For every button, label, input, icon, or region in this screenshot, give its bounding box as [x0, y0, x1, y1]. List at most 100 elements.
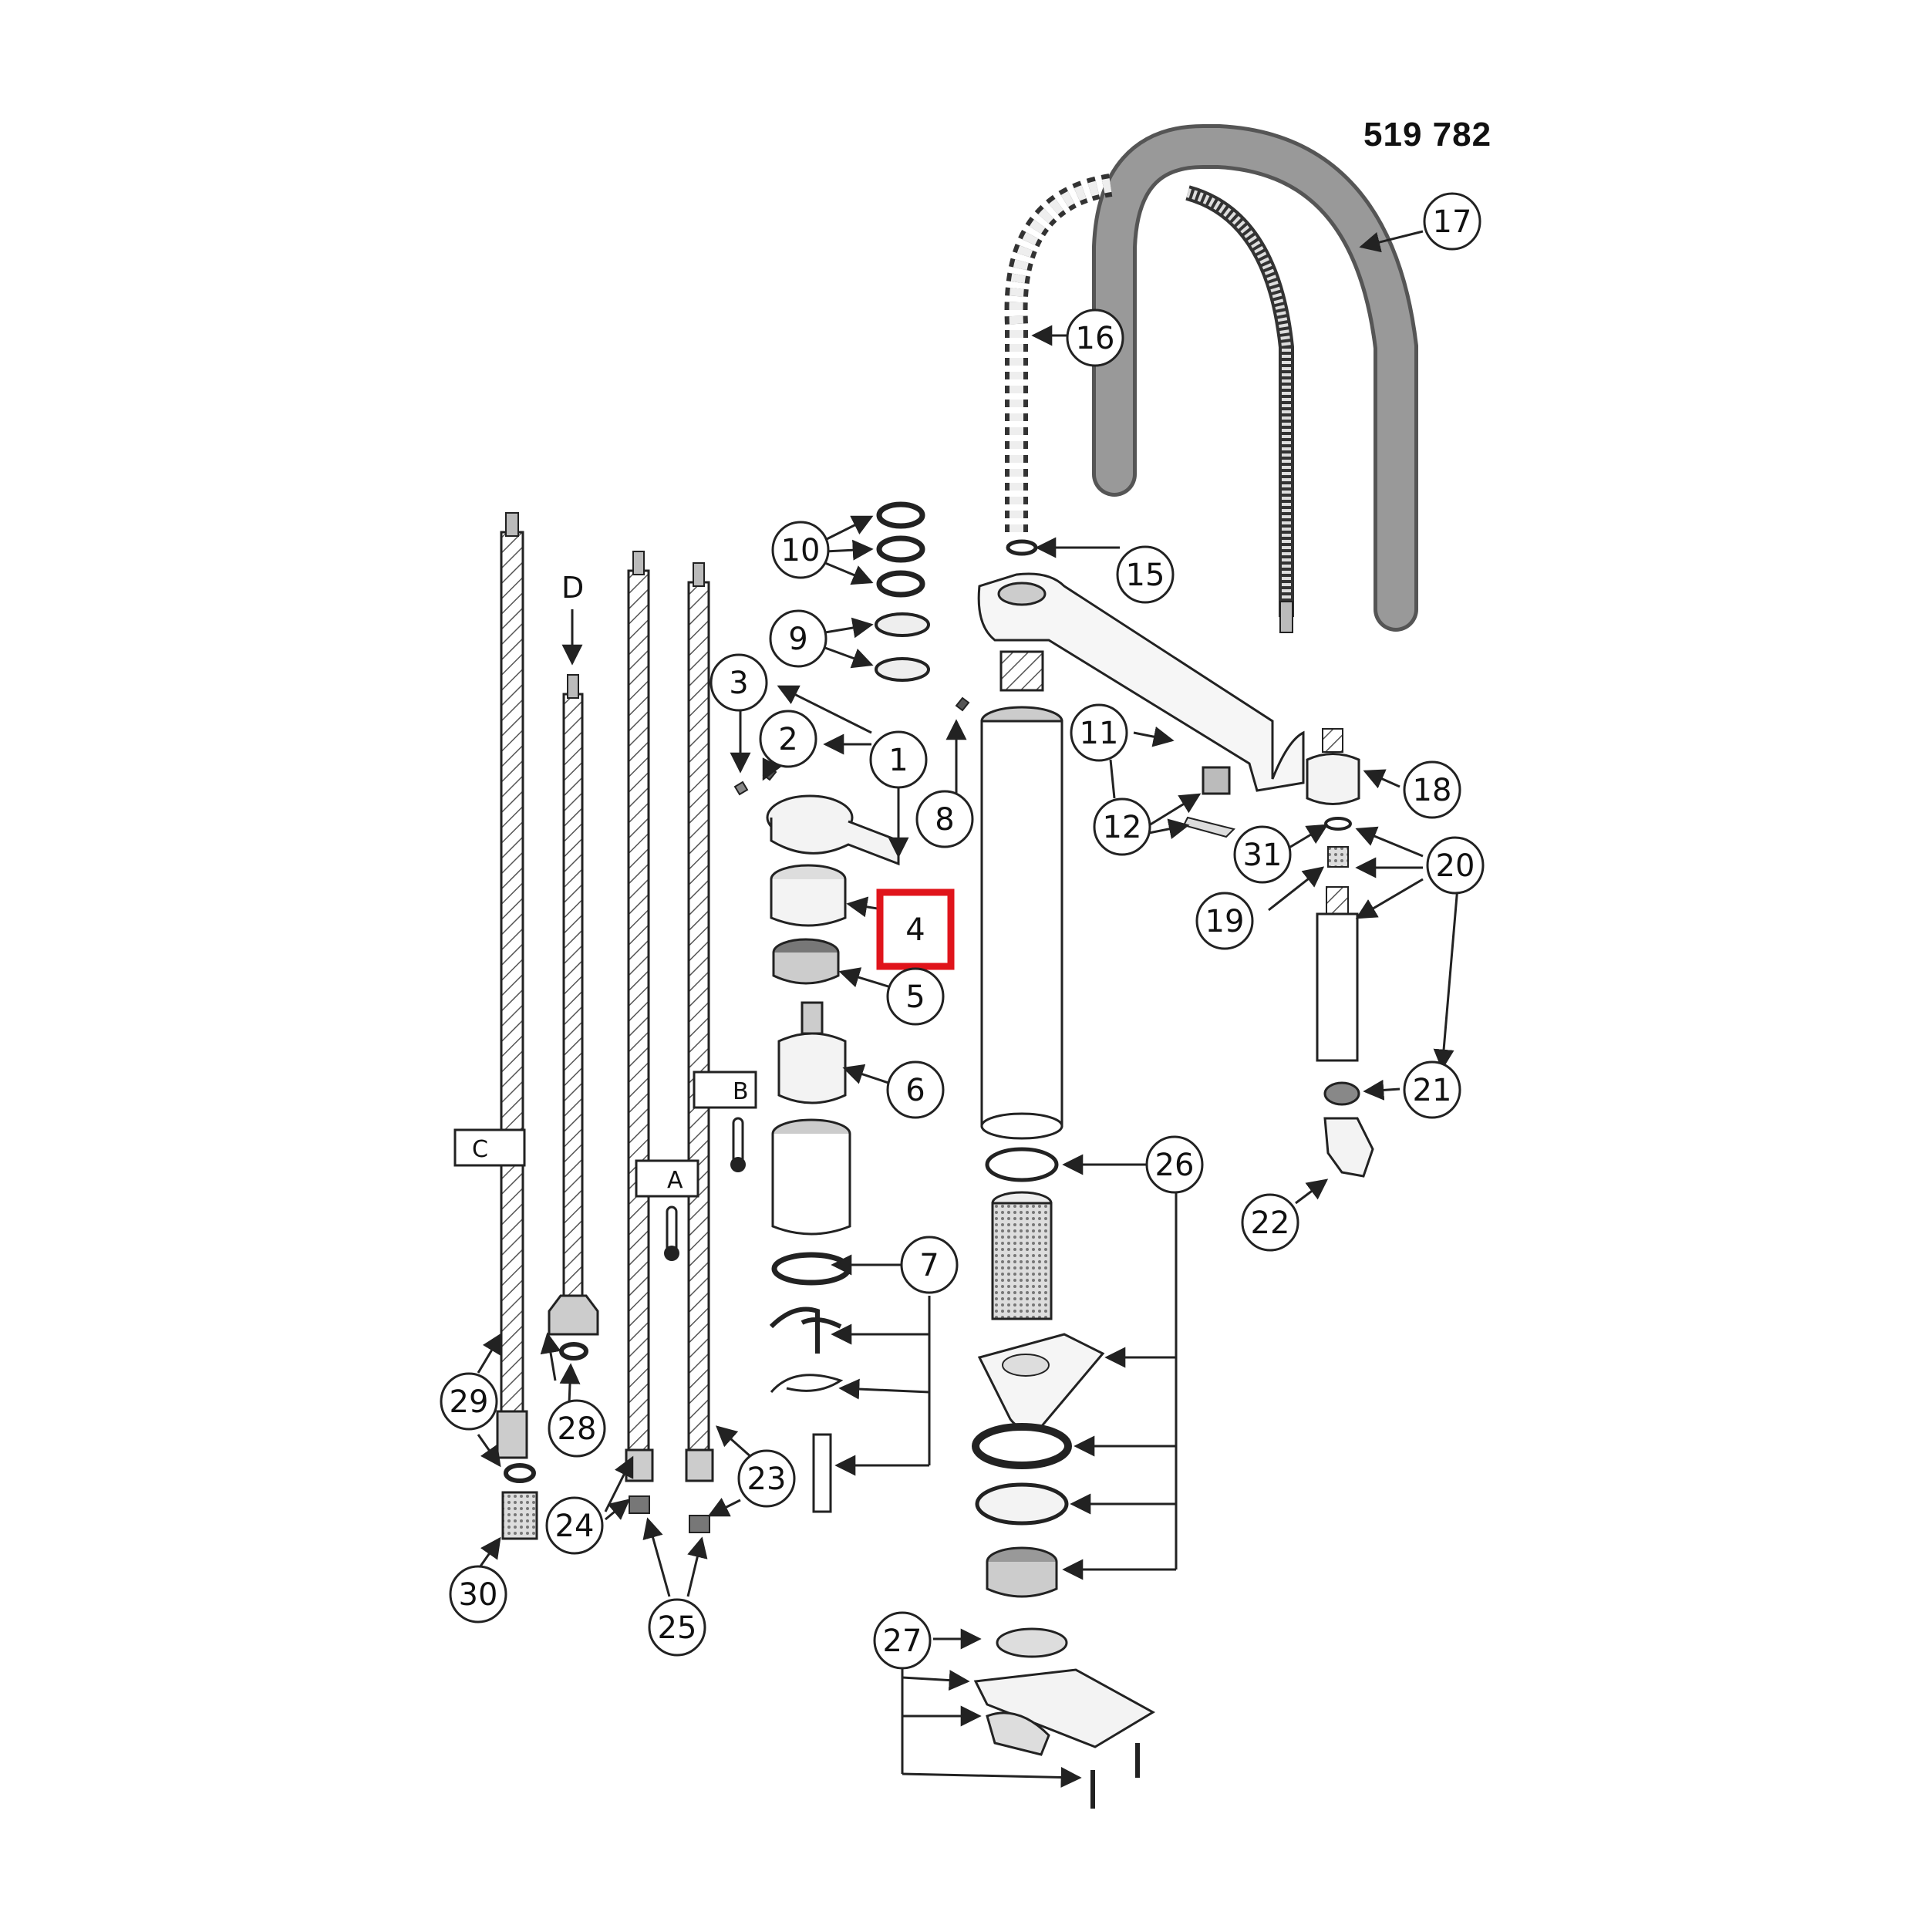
hex-nut-26: [986, 1546, 1058, 1598]
callout-circle: [1233, 825, 1292, 884]
callout-group: 1234567891011121516171819202122232425262…: [440, 192, 1485, 1670]
callout-2: 2: [759, 710, 817, 768]
diverter-18: [1306, 728, 1360, 805]
ring-26: [975, 1482, 1069, 1526]
tag-c: C: [453, 1128, 526, 1167]
screw-3: [733, 781, 749, 796]
callout-circle: [1403, 1060, 1461, 1119]
callout-circle: [648, 1598, 706, 1657]
callout-27: 27: [873, 1611, 932, 1670]
callout-circle: [1426, 836, 1485, 895]
callout-22: 22: [1241, 1193, 1299, 1252]
callout-circle: [869, 730, 928, 789]
spout-arm: [977, 572, 1305, 792]
callout-label: 16: [1076, 321, 1115, 356]
leader-lines: [477, 230, 1459, 1788]
callout-circle: [915, 790, 974, 848]
bushings-9: [875, 612, 930, 682]
insert-19: [1327, 846, 1349, 868]
callout-circle: [1070, 703, 1128, 762]
strainer-26: [991, 1191, 1053, 1320]
callout-label: 29: [450, 1384, 489, 1420]
adapter-30: [501, 1491, 538, 1540]
tag-b: B: [693, 1071, 757, 1109]
washer-29: [504, 1463, 536, 1483]
callout-label: 25: [658, 1610, 697, 1646]
cartridge-6: [777, 1001, 847, 1104]
callout-18: 18: [1403, 760, 1461, 819]
callout-11: 11: [1070, 703, 1128, 762]
callout-circle: [886, 967, 945, 1026]
callout-circle: [1195, 892, 1254, 950]
callout-label: 1: [888, 743, 908, 778]
callout-9: 9: [769, 609, 827, 668]
callout-5: 5: [886, 967, 945, 1026]
washer-28: [559, 1342, 588, 1360]
callout-25: 25: [648, 1598, 706, 1657]
cap-sleeve-4: [770, 864, 847, 927]
callout-label: 3: [729, 666, 748, 701]
callout-circle: [548, 1399, 606, 1458]
callout-label: 11: [1080, 716, 1119, 751]
callout-label: 28: [558, 1411, 597, 1447]
tag-b-label: B: [733, 1078, 749, 1105]
document-number: 519 782: [1363, 116, 1492, 153]
tag-c-label: C: [472, 1136, 488, 1163]
callout-28: 28: [548, 1399, 606, 1458]
callout-label: 8: [935, 802, 954, 838]
callout-12: 12: [1093, 797, 1151, 856]
clip-12: [1202, 766, 1231, 795]
diverter-20: [1316, 886, 1359, 1062]
callout-label: 7: [919, 1248, 939, 1283]
callout-label: 5: [905, 979, 925, 1015]
elbow-22: [1323, 1117, 1374, 1178]
callout-4: 4: [876, 888, 955, 970]
callout-label: 26: [1155, 1148, 1195, 1183]
nut-21: [1323, 1081, 1360, 1106]
callout-circle: [1423, 192, 1481, 251]
tag-a-label: A: [667, 1167, 683, 1194]
hose-c: [496, 512, 528, 1459]
callout-label: 10: [781, 533, 821, 568]
callout-24: 24: [545, 1496, 604, 1555]
callout-label: 9: [788, 622, 807, 657]
callout-31: 31: [1233, 825, 1292, 884]
filter-25b: [689, 1515, 710, 1533]
callout-label: 24: [555, 1509, 595, 1544]
o-ring-26: [985, 1147, 1059, 1182]
thermometer-icon: [664, 1205, 679, 1261]
callout-circle: [759, 710, 817, 768]
callout-20: 20: [1426, 836, 1485, 895]
callout-circle: [1116, 545, 1175, 604]
callout-circle: [1066, 309, 1124, 367]
screw-8: [955, 696, 970, 712]
washer-31: [1324, 817, 1352, 831]
callout-21: 21: [1403, 1060, 1461, 1119]
callout-circle: [737, 1449, 796, 1508]
flexible-spray-hose: [1185, 185, 1294, 617]
hose-d-label: D: [561, 571, 584, 605]
callout-29: 29: [440, 1372, 498, 1431]
callout-label: 31: [1243, 838, 1283, 873]
o-rings-10: [876, 501, 925, 598]
callout-17: 17: [1423, 192, 1481, 251]
hose-b: [685, 562, 714, 1482]
callout-circle: [545, 1496, 604, 1555]
callout-circle: [771, 521, 830, 579]
callout-label: 21: [1413, 1073, 1452, 1108]
callout-label: 12: [1103, 810, 1142, 845]
nut-5: [772, 938, 840, 985]
thermostat-cartridge-7: [769, 1118, 851, 1513]
hose-a: [625, 551, 654, 1482]
callout-circle: [886, 1060, 945, 1119]
callout-label: 6: [905, 1073, 925, 1108]
callout-8: 8: [915, 790, 974, 848]
callout-label: 27: [883, 1623, 922, 1659]
callout-circle: [1403, 760, 1461, 819]
callout-26: 26: [1145, 1135, 1204, 1194]
callout-30: 30: [449, 1565, 507, 1623]
callout-label: 17: [1433, 204, 1472, 240]
callout-circle: [710, 653, 768, 712]
